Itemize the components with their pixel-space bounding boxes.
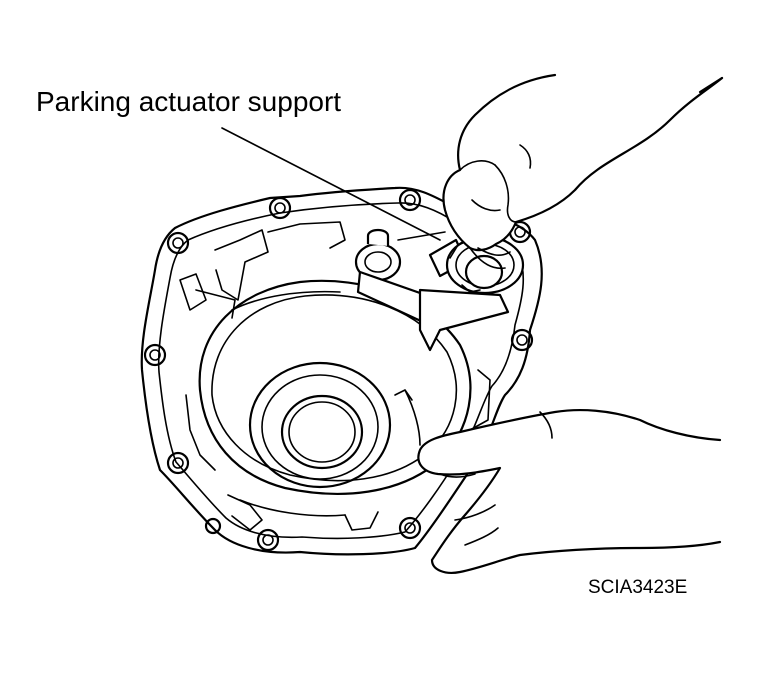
- lower-hand: [417, 408, 722, 574]
- main-bore: [198, 279, 472, 495]
- figure-code: SCIA3423E: [588, 577, 688, 598]
- parking-actuator-support-label: Parking actuator support: [36, 86, 342, 117]
- case-ribs: [179, 221, 491, 531]
- leader-line: [221, 127, 441, 241]
- upper-hand: [442, 73, 724, 270]
- center-hub: [248, 361, 392, 489]
